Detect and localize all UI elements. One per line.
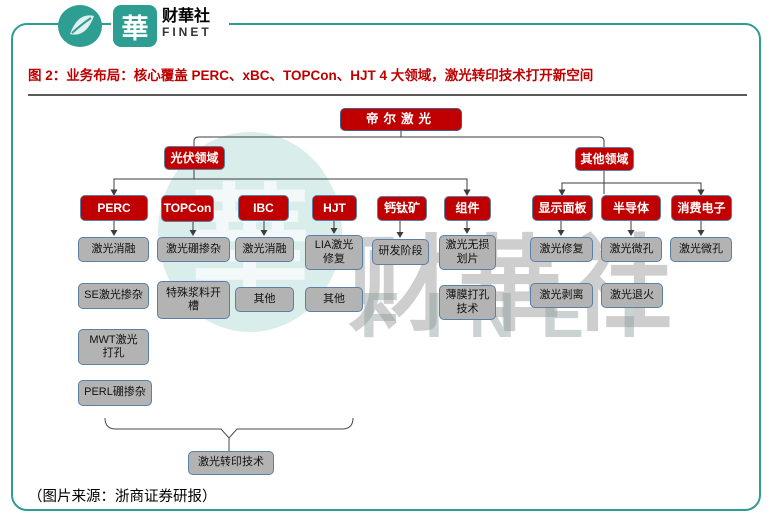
org-leaf-laser-ablation-ibc: 激光消融 [235,237,294,262]
brand-text: 财華社 FINET [162,8,212,39]
org-leaf-laser-lossless-scribing: 激光无损划片 [439,235,496,270]
org-leaf-special-paste-grooving: 特殊浆料开槽 [157,281,230,319]
org-node-consumer-electronics: 消费电子 [671,195,732,221]
org-leaf-mwt-laser-drilling: MWT激光打孔 [78,329,149,365]
org-node-module: 组件 [444,196,491,221]
org-leaf-laser-ablation-perc: 激光消融 [78,237,149,262]
org-leaf-se-laser-doping: SE激光掺杂 [78,283,149,309]
org-leaf-laser-liftoff: 激光剥离 [530,283,593,308]
org-leaf-other-ibc: 其他 [235,287,294,312]
org-node-perovskite: 钙钛矿 [377,196,427,221]
org-node-semiconductor: 半导体 [601,195,661,221]
org-leaf-lia-laser-repair: LIA激光修复 [305,235,363,270]
org-leaf-laser-microvia-consumer: 激光微孔 [670,237,732,262]
org-node-display-panel: 显示面板 [532,195,593,221]
org-leaf-laser-transfer-printing: 激光转印技术 [188,451,274,475]
org-node-perc: PERC [80,195,148,221]
finet-leaf-icon [58,5,102,47]
org-leaf-other-hjt: 其他 [305,287,363,312]
org-leaf-perl-boron-doping: PERL硼掺杂 [78,380,152,406]
org-node-root: 帝尔激光 [340,108,462,131]
org-node-topcon: TOPCon [161,195,214,222]
page-border-frame [11,23,761,511]
source-note: （图片来源：浙商证券研报） [28,489,217,505]
title-divider [28,94,747,96]
org-leaf-laser-boron-doping: 激光硼掺杂 [157,237,230,262]
org-node-pv-field: 光伏领域 [164,146,225,170]
org-leaf-laser-annealing: 激光退火 [601,283,663,308]
brand-name-cn: 财華社 [162,8,211,25]
org-node-ibc: IBC [238,195,289,221]
brand-name-en: FINET [162,24,212,39]
org-leaf-thin-film-drilling: 薄膜打孔技术 [439,285,496,320]
finet-logo-icon: 華 [113,5,157,47]
org-leaf-rnd-stage: 研发阶段 [372,239,429,265]
watermark-text-en: FINET [360,279,675,351]
org-leaf-laser-microvia-semi: 激光微孔 [601,237,662,262]
org-node-hjt: HJT [312,195,357,221]
org-leaf-laser-repair: 激光修复 [530,237,593,262]
figure-title: 图 2：业务布局：核心覆盖 PERC、xBC、TOPCon、HJT 4 大领域，… [28,68,594,83]
org-node-other-field: 其他领域 [575,147,634,171]
logo-glyph: 華 [121,13,149,44]
